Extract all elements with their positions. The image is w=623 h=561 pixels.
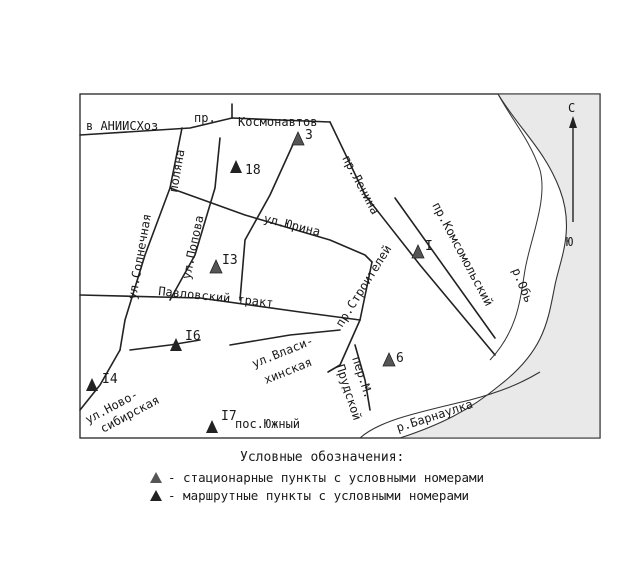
point-17: I7 — [206, 409, 237, 433]
road-pavlovsky — [79, 294, 361, 321]
label-pavlovsky: Павловский тракт — [158, 284, 274, 310]
river-ob-bank — [489, 93, 543, 361]
road-network — [79, 103, 496, 411]
legend-stationary-text: - стационарные пункты с условными номера… — [168, 470, 485, 485]
point-14: I4 — [86, 372, 118, 391]
stationary-point-icon — [150, 472, 162, 483]
legend-row-stationary: - стационарные пункты с условными номера… — [150, 470, 484, 485]
svg-text:I7: I7 — [221, 409, 237, 424]
compass-north: С — [568, 101, 575, 115]
compass: С Ю — [566, 101, 577, 249]
point-1: I — [411, 239, 433, 259]
road-novosibirskaya — [79, 349, 121, 411]
road-upper-connector — [239, 139, 296, 301]
point-3: 3 — [291, 128, 313, 146]
point-6: 6 — [382, 351, 404, 367]
road-solnechnaya — [119, 127, 183, 351]
legend-row-route: - маршрутные пункты с условными номерами — [150, 488, 469, 503]
label-lenina: пр.Ленина — [339, 153, 382, 217]
svg-text:6: 6 — [396, 351, 404, 366]
svg-text:18: 18 — [245, 163, 261, 178]
label-ob: р.Обь — [509, 266, 536, 305]
legend-route-text: - маршрутные пункты с условными номерами — [168, 488, 470, 503]
compass-arrow-head — [569, 116, 577, 128]
label-yurina: ул.Юрина — [262, 211, 321, 239]
measurement-points: 3 18 I I3 I6 6 I4 I7 — [86, 128, 433, 433]
svg-text:3: 3 — [305, 128, 313, 143]
road-pavlovsky-south — [129, 339, 201, 351]
road-yurina — [169, 187, 373, 263]
label-kosmonavtov-a: в АНИИСХоз — [86, 119, 158, 133]
road-popova — [169, 137, 221, 301]
road-vlasikhinskaya — [229, 329, 341, 346]
label-solnechnaya-b: поляна — [166, 148, 187, 193]
label-yuzhny: пос.Южный — [235, 417, 300, 431]
svg-text:I: I — [425, 239, 433, 254]
label-popova: ул.Попова — [179, 214, 206, 281]
svg-text:I4: I4 — [102, 372, 118, 387]
point-18: 18 — [230, 160, 261, 178]
river-ob — [399, 93, 601, 439]
road-kosmonavtov — [79, 117, 331, 136]
road-prudskoy — [354, 344, 371, 411]
compass-south: Ю — [566, 235, 573, 249]
route-point-icon — [150, 490, 162, 501]
road-stroiteley — [327, 261, 373, 373]
label-kosmonavtov-c: Космонавтов — [238, 115, 317, 129]
point-13: I3 — [209, 253, 238, 274]
road-lenina — [329, 121, 496, 356]
street-labels: в АНИИСХоз пр. Космонавтов пр.Ленина пр.… — [83, 111, 536, 436]
label-kosmonavtov-b: пр. — [194, 111, 216, 125]
label-solnechnaya-a: ул.Солнечная — [125, 213, 154, 301]
point-16: I6 — [170, 329, 201, 351]
road-komsomolsky — [394, 197, 496, 339]
svg-text:I3: I3 — [222, 253, 238, 268]
river-barnaulka — [359, 371, 541, 439]
svg-text:I6: I6 — [185, 329, 201, 344]
label-stroiteley: пр.Строителей — [333, 243, 395, 330]
legend-title: Условные обозначения: — [240, 450, 405, 465]
